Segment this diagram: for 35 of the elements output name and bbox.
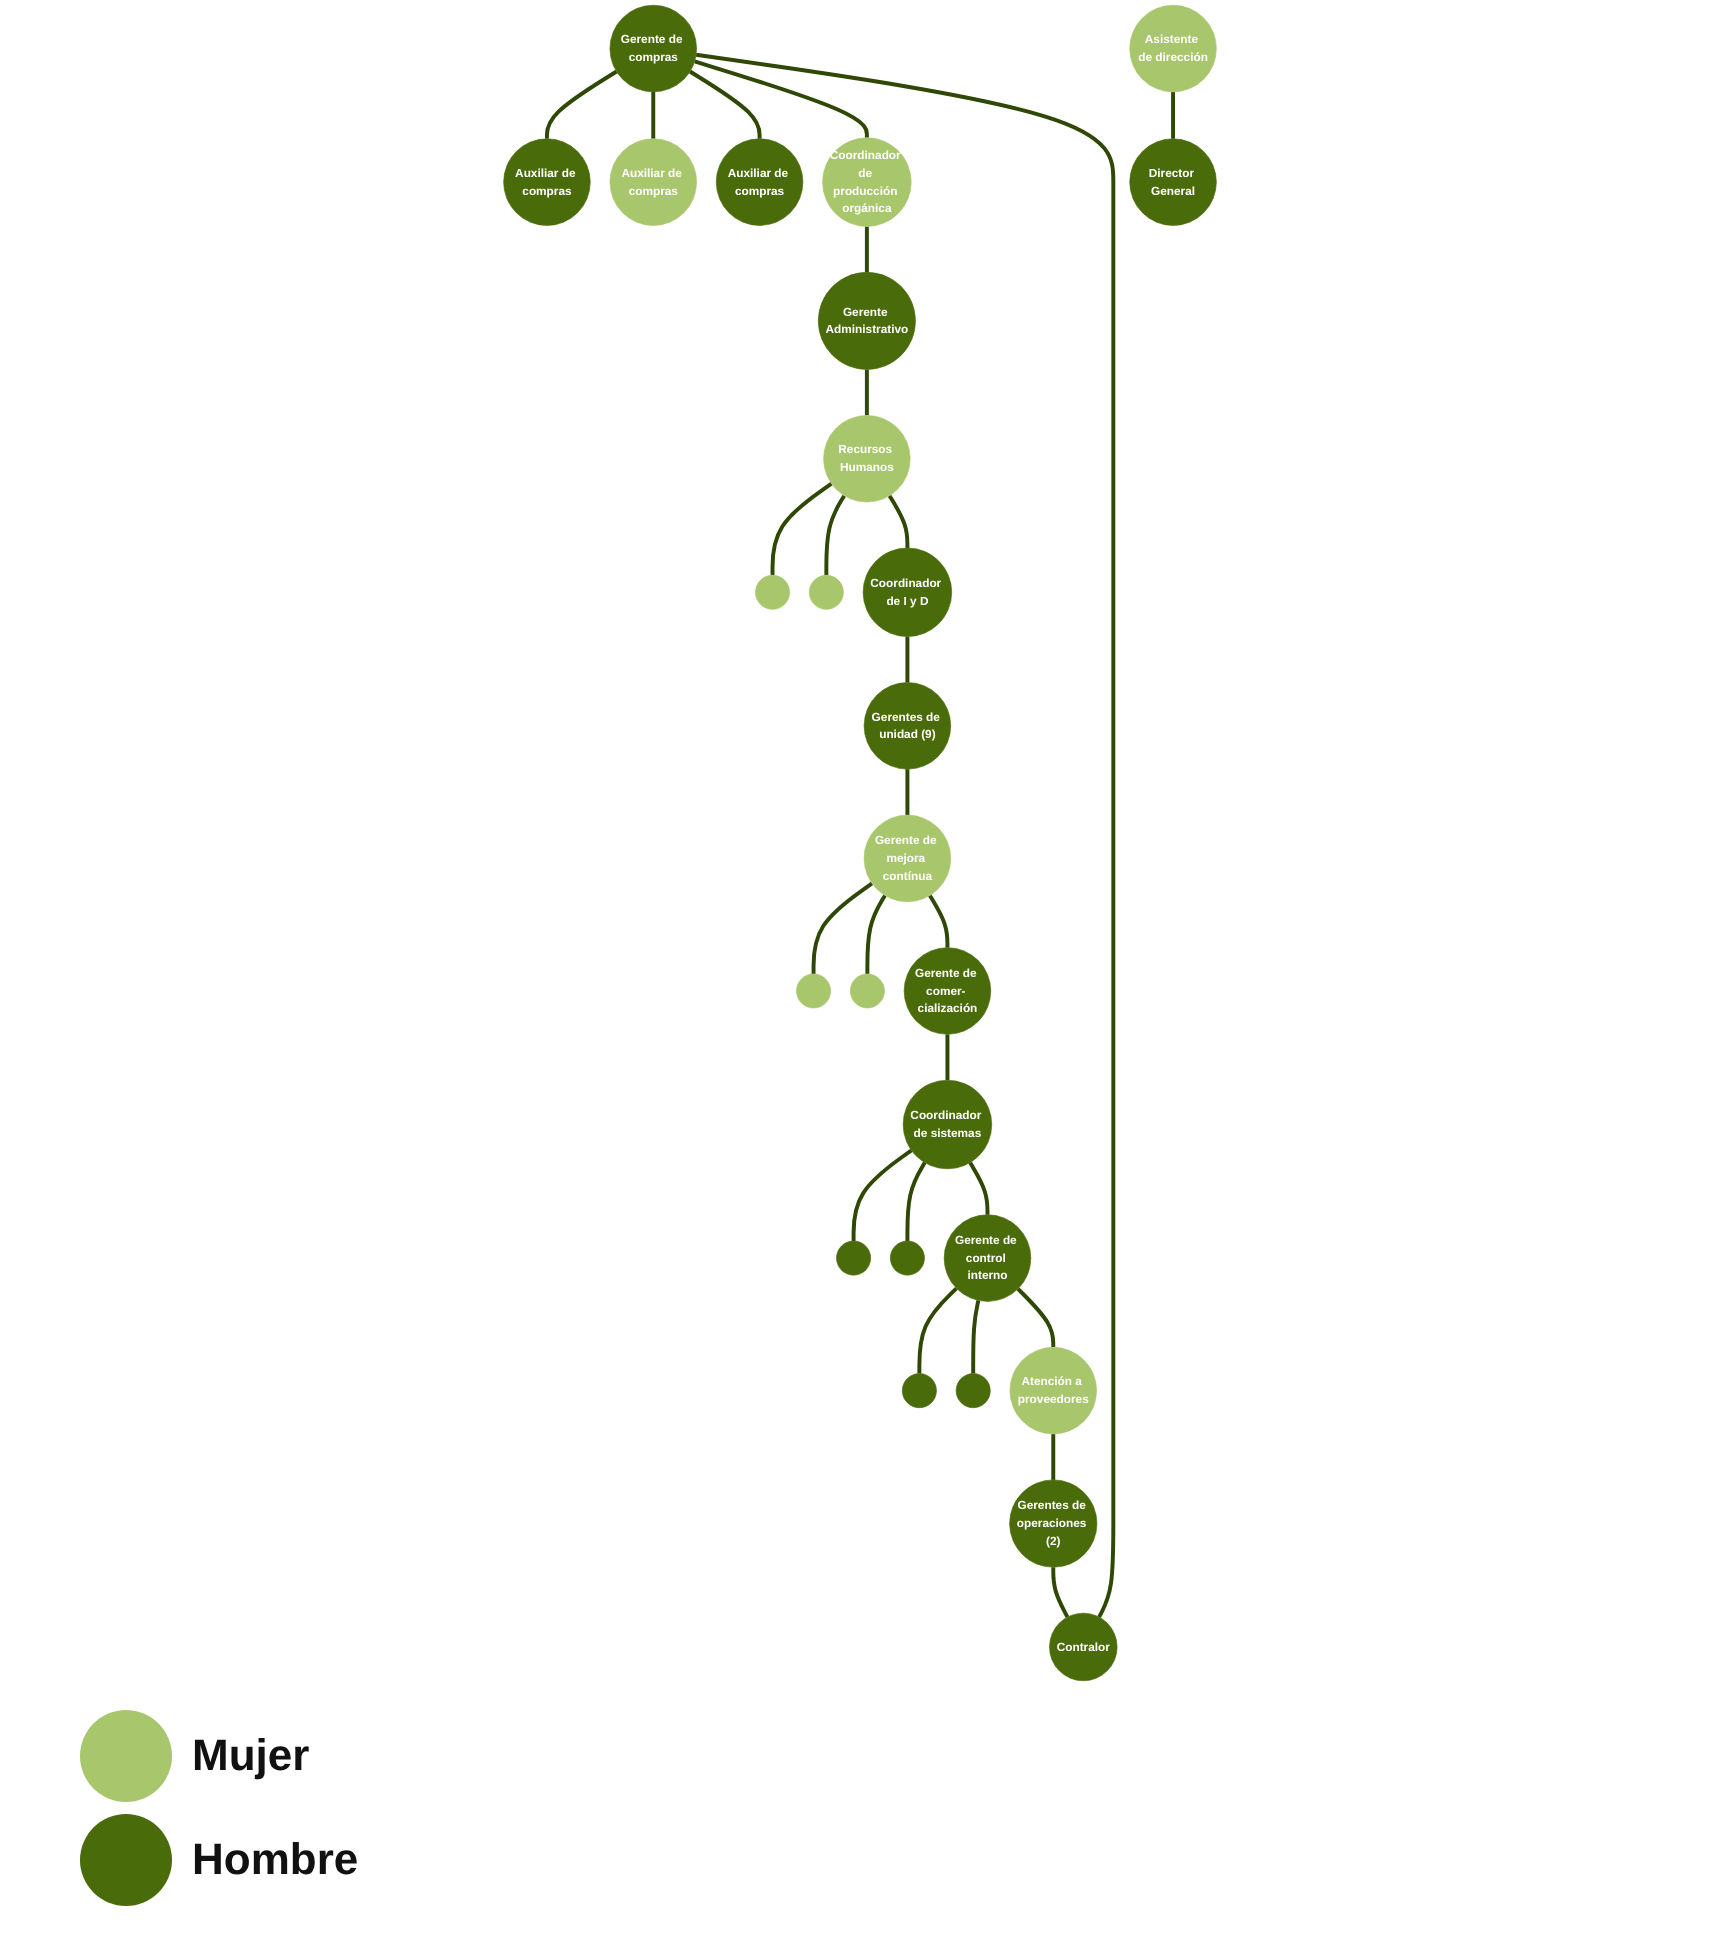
connector-line <box>1051 1567 1070 1618</box>
connector-line <box>968 1161 990 1215</box>
person-circle <box>808 574 844 610</box>
person-circle <box>901 1373 937 1409</box>
person-circle <box>755 574 790 610</box>
connector-line <box>971 1300 981 1374</box>
connector-line <box>545 69 618 139</box>
connector-line <box>864 369 869 416</box>
connector-line <box>1171 91 1175 139</box>
connector-line <box>695 52 1116 1618</box>
connector-line <box>851 1148 913 1241</box>
connector-line <box>811 881 874 974</box>
connector-line <box>865 894 887 974</box>
person-circle <box>955 1373 991 1409</box>
person-circle <box>849 973 885 1009</box>
connector-line <box>945 1034 950 1081</box>
person-circle <box>796 973 831 1009</box>
connector-line <box>770 482 833 576</box>
connector-line <box>688 69 762 139</box>
connector-line <box>824 494 846 576</box>
connector-line <box>864 226 869 273</box>
connector-line <box>1051 1433 1056 1480</box>
legend-label: Hombre <box>192 1834 359 1886</box>
person-circle <box>836 1240 871 1276</box>
connector-line <box>694 59 869 138</box>
legend-label: Mujer <box>192 1730 310 1782</box>
connector-line <box>917 1286 958 1374</box>
connector-line <box>905 1161 927 1241</box>
connector-line <box>905 636 910 683</box>
connector-line <box>1016 1287 1056 1348</box>
connector-line <box>928 894 950 948</box>
connector-line <box>887 494 910 548</box>
connector-line <box>651 91 656 139</box>
person-circle <box>890 1240 925 1276</box>
connector-line <box>905 769 910 816</box>
